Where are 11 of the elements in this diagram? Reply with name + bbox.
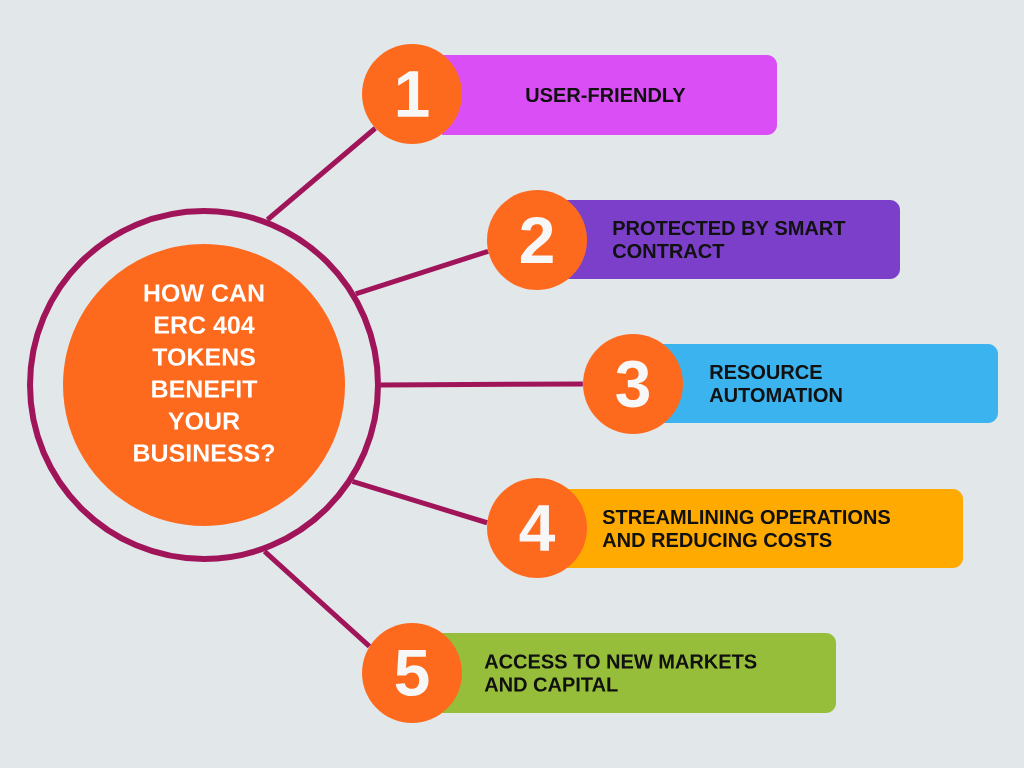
connector-line xyxy=(262,549,372,649)
label-bar: PROTECTED BY SMART CONTRACT xyxy=(567,200,900,279)
connector-line xyxy=(381,381,583,388)
connector-line xyxy=(351,479,488,526)
label-bar: STREAMLINING OPERATIONS AND REDUCING COSTS xyxy=(567,489,963,568)
connector-line xyxy=(354,248,489,297)
label-bar: RESOURCE AUTOMATION xyxy=(663,344,998,423)
label-bar: USER-FRIENDLY xyxy=(442,55,777,135)
ring-circle xyxy=(27,208,381,562)
label-bar: ACCESS TO NEW MARKETS AND CAPITAL xyxy=(442,633,836,713)
connector-line xyxy=(265,126,377,222)
